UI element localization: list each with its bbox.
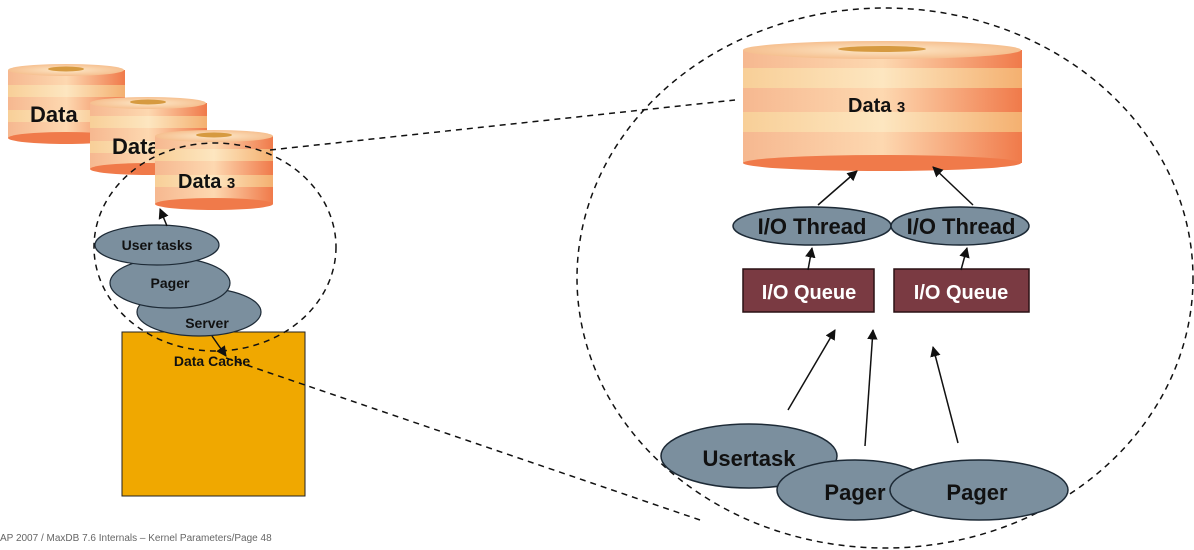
data-cache-box (121, 331, 306, 497)
volume-large-label: Data 3 (848, 95, 905, 117)
data-volume-large: Data 3 (743, 41, 1022, 171)
thread1-volume-arrow (817, 170, 858, 206)
pager-task-2 (889, 459, 1069, 521)
io-queue-2 (893, 268, 1030, 313)
server-cache-arrow (211, 335, 227, 357)
io-thread-2-label: I/O Thread (907, 214, 1016, 239)
volume-3-label: Data 3 (178, 171, 235, 193)
io-queue-1-label: I/O Queue (762, 282, 856, 304)
left-zoom-circle (93, 142, 337, 352)
user-tasks-task (94, 224, 220, 266)
footer-text: AP 2007 / MaxDB 7.6 Internals – Kernel P… (0, 533, 272, 544)
user-tasks-arrow (158, 208, 169, 227)
queue2-thread2-arrow (959, 246, 970, 271)
thread2-volume-arrow (932, 166, 974, 206)
right-zoom-circle (576, 7, 1194, 549)
zoom-line-top (269, 99, 736, 151)
data-volume-1: Data (8, 64, 125, 144)
io-thread-1-label: I/O Thread (758, 214, 867, 239)
usertask-label: Usertask (703, 446, 797, 471)
data-cache-label: Data Cache (174, 353, 250, 369)
io-queue-1 (742, 268, 875, 313)
data-volume-3: Data 3 (155, 130, 273, 210)
io-thread-2 (890, 206, 1030, 246)
usertask-queue1-arrow (787, 329, 836, 411)
pager-1-label: Pager (824, 480, 886, 505)
pager-label: Pager (151, 275, 190, 291)
queue1-thread1-arrow (805, 246, 816, 271)
user-tasks-label: User tasks (122, 237, 193, 253)
volume-1-label: Data (30, 102, 78, 127)
volume-2-label: Data (112, 134, 160, 159)
pager-2-label: Pager (946, 480, 1008, 505)
pager2-queue2-arrow (930, 345, 959, 444)
server-label: Server (185, 315, 229, 331)
pager1-queue1-arrow (864, 328, 878, 447)
io-queue-2-label: I/O Queue (914, 282, 1008, 304)
